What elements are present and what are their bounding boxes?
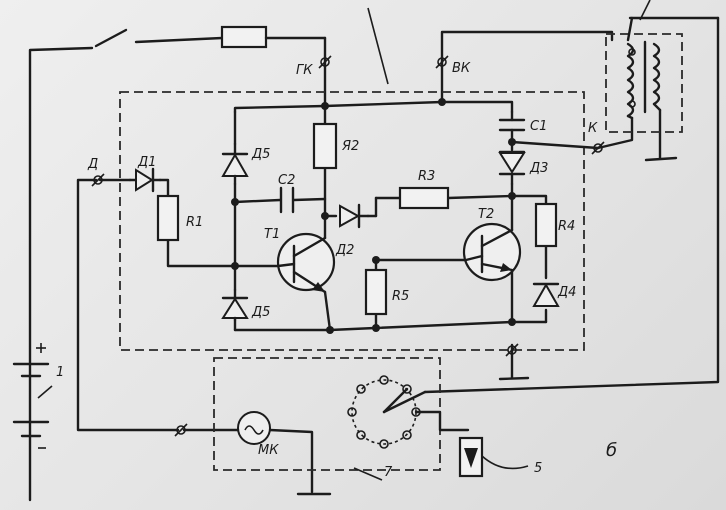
coil-outline (605, 33, 683, 133)
board-wiring (158, 100, 600, 332)
leader-line-coil (639, 0, 651, 21)
label-r4: R4 (558, 219, 575, 234)
label-r2: Я2 (341, 139, 359, 154)
label-r5: R5 (392, 289, 409, 304)
resistor-r2 (312, 122, 338, 170)
label-c1: С1 (530, 119, 547, 134)
junctions (231, 98, 516, 334)
label-r1: R1 (186, 215, 203, 230)
spark-plug (458, 436, 529, 478)
label-d5-top: Д5 (251, 147, 270, 162)
outer-wiring (28, 16, 720, 502)
label-c2: С2 (278, 173, 295, 188)
distributor (347, 375, 470, 449)
terminal-vk (435, 55, 449, 69)
label-t1: Т1 (264, 227, 280, 242)
terminal-ground (505, 343, 519, 357)
diode-d3 (498, 150, 526, 186)
terminals (91, 55, 605, 437)
electronic-unit-outline (119, 91, 585, 351)
terminal-d (91, 173, 105, 187)
capacitor-c2 (279, 186, 295, 214)
diode-d4 (532, 282, 560, 307)
label-d4: Д4 (557, 285, 576, 300)
resistor-r3 (398, 186, 450, 210)
top-resistor (220, 25, 268, 49)
terminal-gk (318, 55, 332, 69)
leader-line (367, 7, 389, 85)
label-d: Д (87, 157, 98, 172)
label-1: 1 (56, 365, 64, 380)
diode-d5-bottom (221, 288, 249, 322)
battery (12, 343, 53, 449)
label-gk: ГК (296, 63, 313, 78)
ignition-coil (626, 16, 662, 120)
resistor-r4 (534, 202, 558, 248)
label-k: К (588, 121, 598, 136)
label-d5-bottom: Д5 (251, 305, 270, 320)
label-panel-b: б (606, 440, 617, 461)
resistor-r5 (364, 268, 388, 316)
label-vk: ВК (452, 61, 471, 76)
label-5: 5 (534, 461, 542, 476)
label-mk: МК (258, 443, 279, 458)
label-t2: Т2 (478, 207, 494, 222)
transistor-t2 (462, 222, 522, 282)
sensor-mk (236, 411, 271, 445)
label-d1: Д1 (137, 155, 156, 170)
terminal-k (591, 141, 605, 155)
ignition-switch (94, 28, 128, 48)
label-d2: Д2 (335, 243, 354, 258)
diode-d2 (339, 203, 370, 229)
diode-d1 (128, 167, 162, 193)
label-d3: Д3 (529, 161, 548, 176)
resistor-r1 (156, 194, 180, 242)
label-r3: R3 (418, 169, 435, 184)
leader-line-7 (353, 467, 383, 481)
capacitor-c1 (498, 118, 526, 132)
diode-d5-top (221, 142, 249, 186)
label-7: 7 (384, 465, 393, 480)
terminal-mk (174, 423, 188, 437)
transistor-t1 (276, 232, 336, 294)
labels: ГК ВК К Д Д1 R1 Д5 Д5 С2 Я2 Т1 Д2 R3 R5 … (56, 61, 617, 480)
